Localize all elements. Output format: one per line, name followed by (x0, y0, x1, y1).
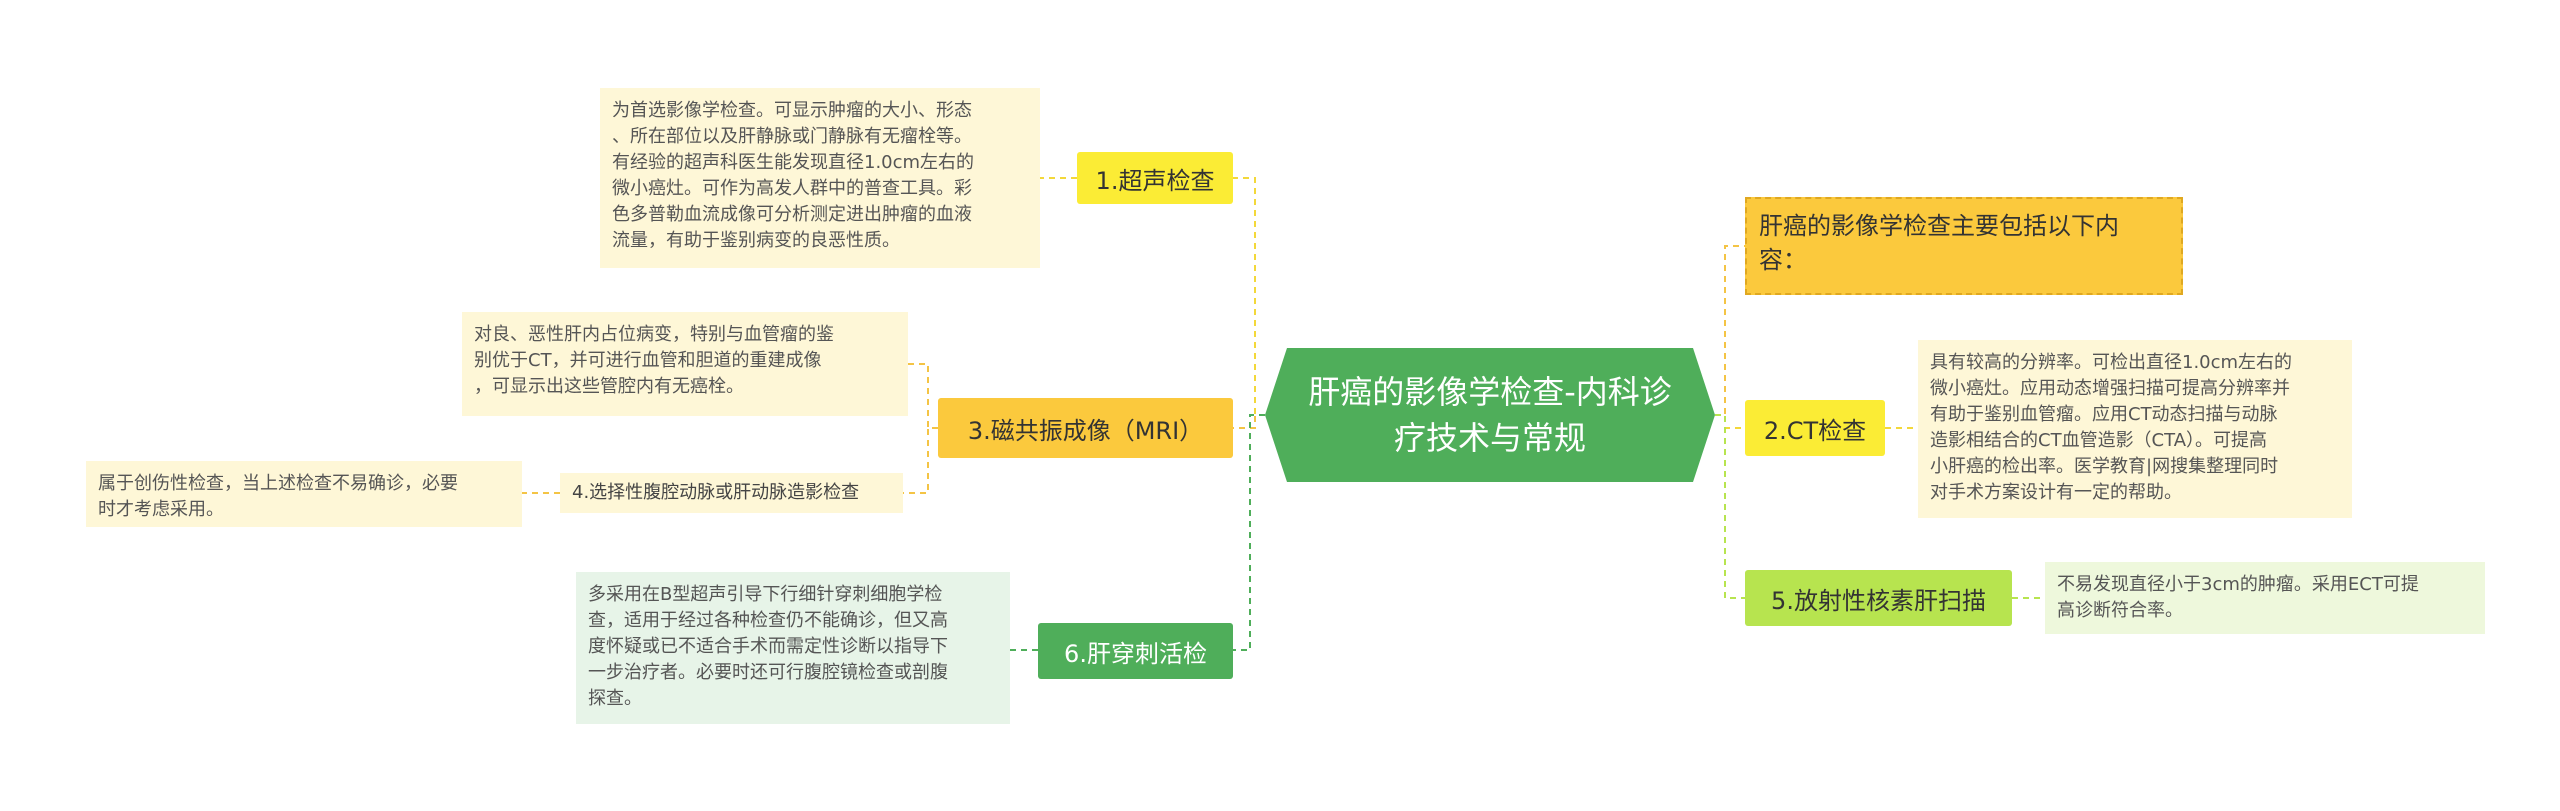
branch-biopsy[interactable]: 6.肝穿刺活检 (1038, 623, 1233, 679)
link-central-ultrasound (1233, 177, 1265, 416)
detail-biopsy: 多采用在B型超声引导下行细针穿刺细胞学检 查，适用于经过各种检查仍不能确诊，但又… (576, 572, 1010, 724)
detail-mri: 对良、恶性肝内占位病变，特别与血管瘤的鉴 别优于CT，并可进行血管和胆道的重建成… (462, 312, 908, 416)
branch-mri[interactable]: 3.磁共振成像（MRI） (938, 398, 1233, 458)
branch-angiography[interactable]: 4.选择性腹腔动脉或肝动脉造影检查 (560, 473, 903, 513)
branch-radionuclide-label: 5.放射性核素肝扫描 (1771, 586, 1986, 615)
detail-radionuclide: 不易发现直径小于3cm的肿瘤。采用ECT可提 高诊断符合率。 (2045, 562, 2485, 634)
link-central-ct (1715, 414, 1745, 429)
link-mri-angio (903, 427, 938, 494)
branch-ct[interactable]: 2.CT检查 (1745, 400, 1885, 456)
link-central-intro (1715, 245, 1745, 416)
link-central-biopsy (1233, 414, 1265, 651)
link-mri-detail (908, 363, 938, 429)
detail-angiography: 属于创伤性检查，当上述检查不易确诊，必要 时才考虑采用。 (86, 461, 522, 527)
detail-ct: 具有较高的分辨率。可检出直径1.0cm左右的 微小癌灶。应用动态增强扫描可提高分… (1918, 340, 2352, 518)
branch-biopsy-label: 6.肝穿刺活检 (1064, 639, 1207, 668)
branch-ultrasound-label: 1.超声检查 (1095, 166, 1215, 195)
detail-ultrasound: 为首选影像学检查。可显示肿瘤的大小、形态 、所在部位以及肝静脉或门静脉有无瘤栓等… (600, 88, 1040, 268)
central-hexagon-shape (1265, 348, 1715, 482)
intro-node[interactable]: 肝癌的影像学检查主要包括以下内 容： (1745, 197, 2183, 295)
branch-ultrasound[interactable]: 1.超声检查 (1077, 152, 1233, 204)
branch-ct-label: 2.CT检查 (1763, 416, 1867, 445)
link-central-radionuclide (1715, 414, 1745, 599)
branch-mri-label: 3.磁共振成像（MRI） (967, 416, 1204, 445)
branch-radionuclide[interactable]: 5.放射性核素肝扫描 (1745, 570, 2012, 626)
branch-angiography-label: 4.选择性腹腔动脉或肝动脉造影检查 (572, 482, 860, 503)
central-topic[interactable]: 肝癌的影像学检查-内科诊 疗技术与常规 (1265, 348, 1715, 482)
central-topic-label: 肝癌的影像学检查-内科诊 疗技术与常规 (1308, 373, 1672, 457)
